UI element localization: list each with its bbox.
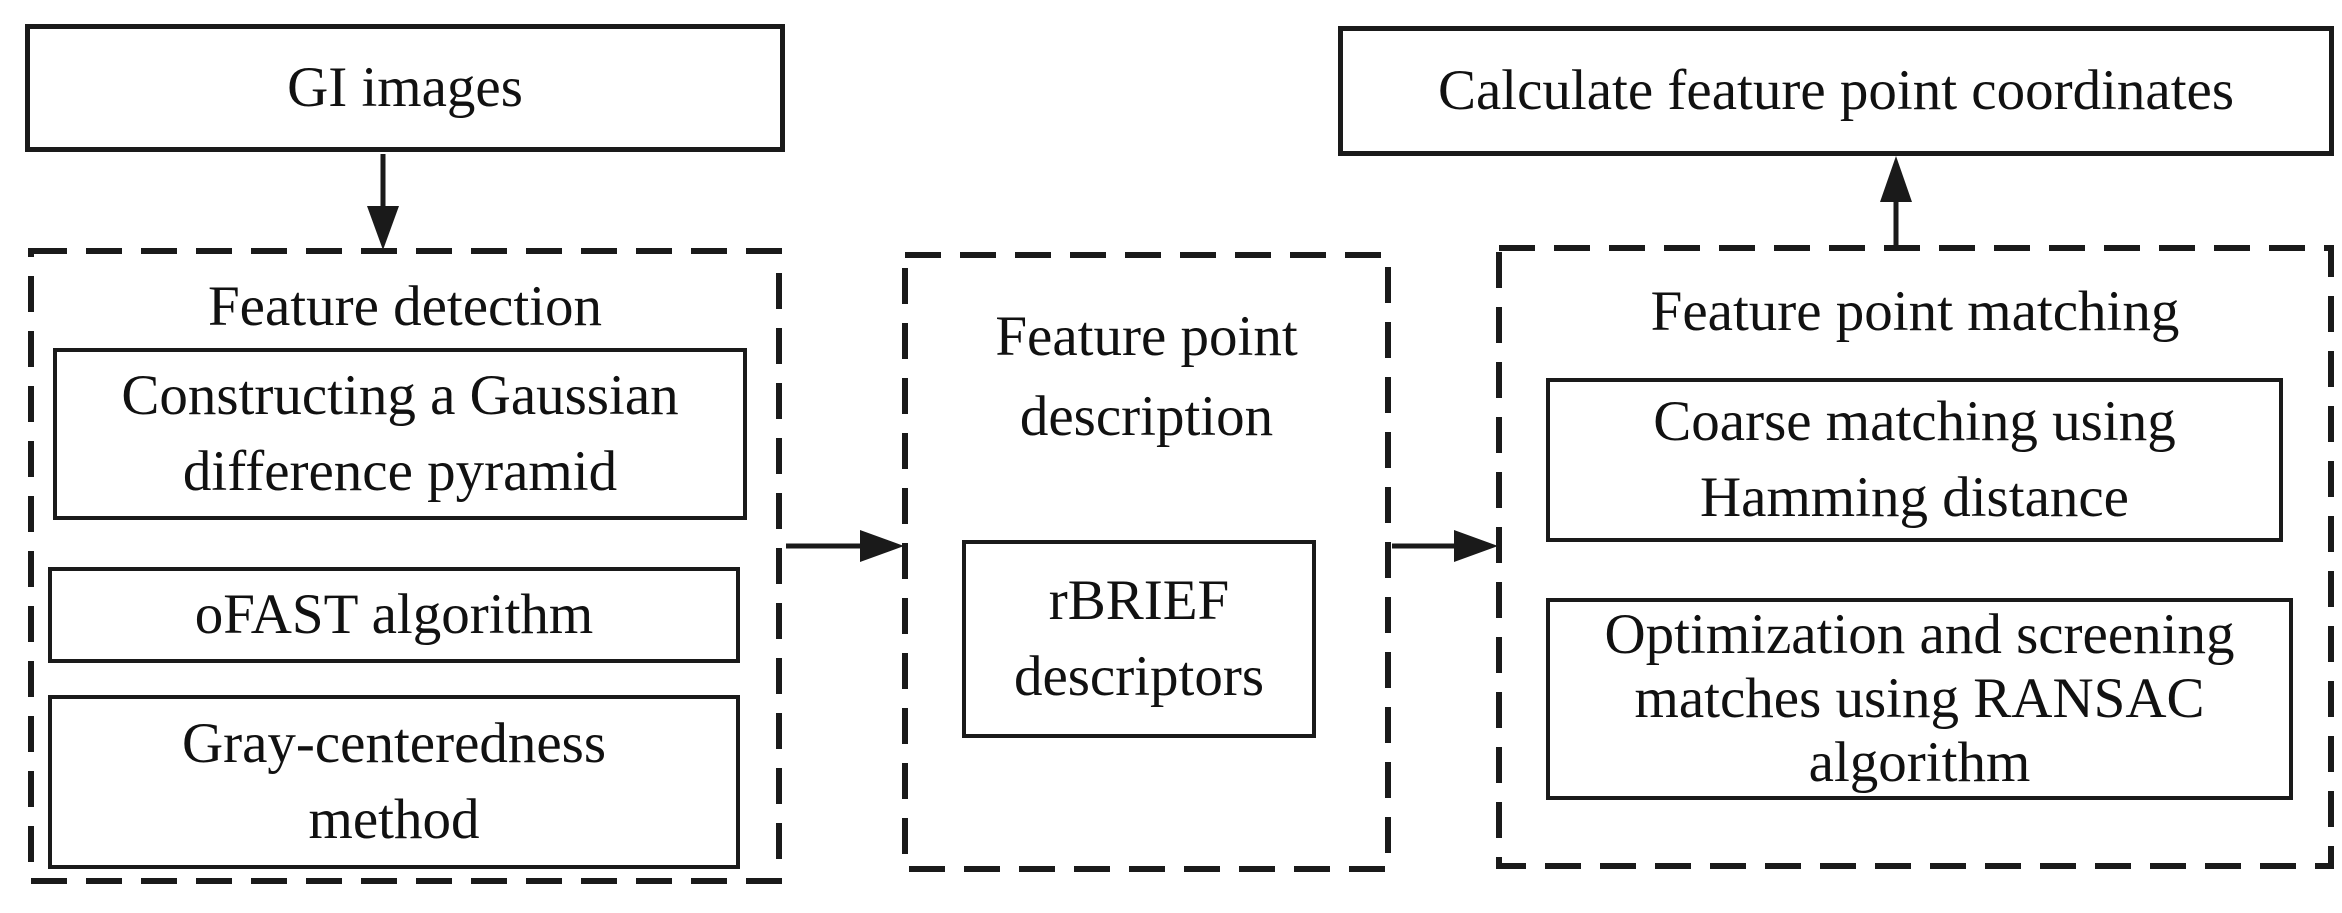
node-rbrief-line2: descriptors <box>1013 645 1265 708</box>
group-feature-point-matching-title: Feature point matching <box>1650 280 2180 343</box>
group-feature-point-description-title-line2: description <box>1019 385 1274 448</box>
node-ransac-line2: matches using RANSAC <box>1634 667 2205 730</box>
arrow-description-to-matching <box>1392 530 1498 562</box>
node-calculate-coordinates: Calculate feature point coordinates <box>1338 26 2334 156</box>
node-gaussian-pyramid: Constructing a Gaussian difference pyram… <box>53 348 747 520</box>
node-rbrief: rBRIEF descriptors <box>962 540 1316 738</box>
group-feature-point-description-title-line1: Feature point <box>995 305 1298 368</box>
arrow-matching-to-calculate <box>1880 156 1912 246</box>
node-calculate-coordinates-label: Calculate feature point coordinates <box>1437 59 2235 122</box>
node-rbrief-line1: rBRIEF <box>1048 569 1230 632</box>
node-ofast-label: oFAST algorithm <box>194 583 594 646</box>
node-gaussian-pyramid-line1: Constructing a Gaussian <box>121 364 679 427</box>
node-gi-images: GI images <box>25 24 785 152</box>
feature-detection-dashed-border <box>28 248 782 884</box>
node-gray-centeredness: Gray-centeredness method <box>48 695 740 869</box>
group-feature-point-description: Feature point description <box>902 252 1391 872</box>
node-ransac-line3: algorithm <box>1808 731 2031 794</box>
node-gray-centeredness-line1: Gray-centeredness <box>181 712 607 775</box>
node-ransac: Optimization and screening matches using… <box>1546 598 2293 800</box>
group-feature-detection-title: Feature detection <box>207 275 603 338</box>
group-feature-point-matching: Feature point matching <box>1496 245 2334 869</box>
node-gray-centeredness-line2: method <box>308 788 480 851</box>
arrow-detection-to-description <box>786 530 904 562</box>
feature-point-description-dashed-border <box>902 252 1391 872</box>
node-gaussian-pyramid-line2: difference pyramid <box>182 440 618 503</box>
group-feature-detection: Feature detection <box>28 248 782 884</box>
node-coarse-matching-line1: Coarse matching using <box>1653 390 2176 453</box>
arrow-gi-to-feature-detection <box>367 154 399 250</box>
node-coarse-matching-line2: Hamming distance <box>1700 466 2129 529</box>
node-coarse-matching: Coarse matching using Hamming distance <box>1546 378 2283 542</box>
node-ransac-line1: Optimization and screening <box>1604 603 2235 666</box>
feature-point-matching-dashed-border <box>1496 245 2334 869</box>
node-gi-images-label: GI images <box>287 56 523 119</box>
node-ofast: oFAST algorithm <box>48 567 740 663</box>
